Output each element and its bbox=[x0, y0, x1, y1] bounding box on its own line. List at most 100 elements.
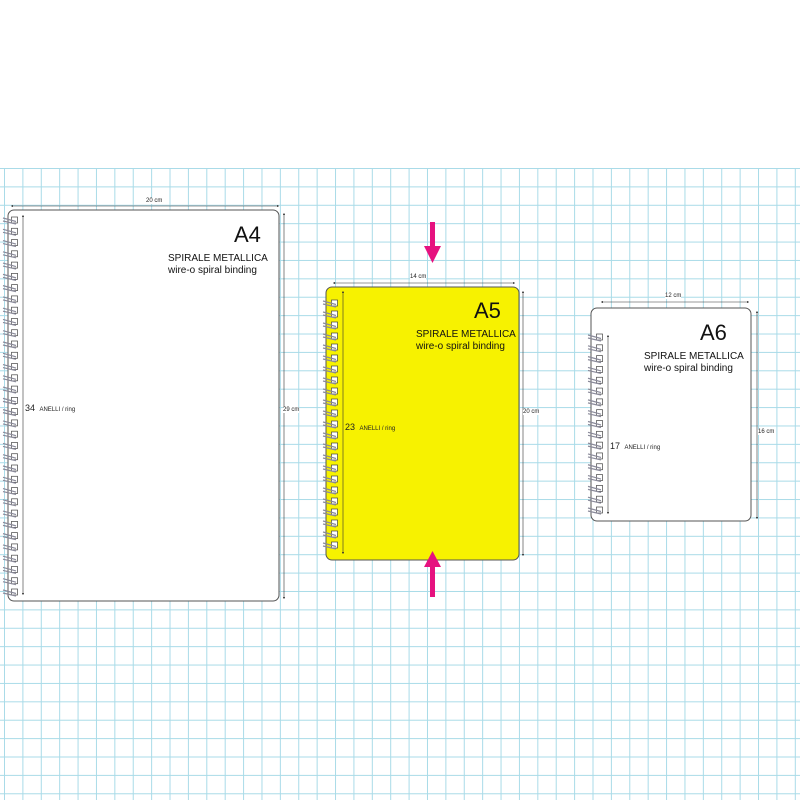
notebook-a6-ring-count: 17 bbox=[610, 441, 621, 451]
spiral-ring-icon bbox=[2, 554, 18, 563]
notebook-a5-rings bbox=[322, 299, 338, 550]
spiral-ring-icon bbox=[587, 398, 603, 407]
notebook-a4-sheet bbox=[7, 209, 280, 602]
spiral-ring-icon bbox=[2, 475, 18, 484]
notebook-a6-height-label: 16 cm bbox=[758, 429, 775, 435]
spiral-ring-icon bbox=[2, 227, 18, 236]
spiral-ring-icon bbox=[2, 397, 18, 405]
spiral-ring-icon bbox=[587, 409, 603, 418]
notebook-a5-sheet bbox=[325, 286, 520, 561]
spiral-ring-icon bbox=[2, 385, 18, 394]
spiral-ring-icon bbox=[2, 498, 18, 507]
spiral-ring-icon bbox=[2, 566, 18, 575]
spiral-ring-icon bbox=[587, 441, 603, 450]
spiral-ring-icon bbox=[587, 506, 603, 515]
spiral-ring-icon bbox=[587, 420, 603, 429]
spiral-ring-icon bbox=[322, 310, 338, 319]
spiral-ring-icon bbox=[587, 387, 603, 396]
spiral-ring-icon bbox=[2, 532, 18, 541]
spiral-ring-icon bbox=[2, 588, 18, 597]
notebook-a5-size-label: A5 bbox=[474, 298, 501, 323]
spiral-ring-icon bbox=[2, 464, 18, 473]
spiral-ring-icon bbox=[322, 431, 338, 440]
notebook-a6-binding-label: SPIRALE METALLICA bbox=[644, 351, 744, 362]
spiral-ring-icon bbox=[2, 329, 18, 338]
spiral-ring-icon bbox=[587, 376, 603, 385]
spiral-ring-icon bbox=[322, 343, 338, 352]
spiral-ring-icon bbox=[322, 365, 338, 374]
notebook-a4-binding-subtitle: wire-o spiral binding bbox=[168, 265, 257, 276]
arrow-top-icon bbox=[424, 222, 441, 263]
spiral-ring-icon bbox=[322, 475, 338, 484]
spiral-ring-icon bbox=[587, 355, 603, 364]
spiral-ring-icon bbox=[322, 321, 338, 330]
notebook-a5-binding-label: SPIRALE METALLICA bbox=[416, 329, 516, 340]
spiral-ring-icon bbox=[2, 239, 18, 248]
spiral-ring-icon bbox=[322, 497, 338, 506]
spiral-ring-icon bbox=[2, 295, 18, 304]
spiral-ring-icon bbox=[322, 464, 338, 473]
spiral-ring-icon bbox=[322, 420, 338, 429]
notebook-a5-ring-label: 23 ANELLI / ring bbox=[345, 417, 395, 435]
spiral-ring-icon bbox=[2, 284, 18, 293]
spiral-ring-icon bbox=[322, 541, 338, 550]
spiral-ring-icon bbox=[587, 430, 603, 439]
notebook-a5-height-label: 20 cm bbox=[523, 409, 540, 415]
spiral-ring-icon bbox=[2, 509, 18, 518]
spiral-ring-icon bbox=[2, 351, 18, 360]
notebook-a4-ring-count: 34 bbox=[25, 403, 36, 413]
notebook-a5-binding-subtitle: wire-o spiral binding bbox=[416, 341, 505, 352]
spiral-ring-icon bbox=[2, 340, 18, 349]
spiral-ring-icon bbox=[322, 486, 338, 495]
spiral-ring-icon bbox=[322, 442, 338, 451]
spiral-ring-icon bbox=[2, 442, 18, 451]
notebook-a6-size-label: A6 bbox=[700, 320, 727, 345]
spiral-ring-icon bbox=[322, 530, 338, 539]
spiral-ring-icon bbox=[2, 273, 18, 281]
spiral-ring-icon bbox=[2, 306, 18, 315]
spiral-ring-icon bbox=[2, 487, 18, 496]
notebook-a4-height-label: 29 cm bbox=[283, 407, 300, 413]
arrow-bottom-icon bbox=[424, 551, 441, 597]
spiral-ring-icon bbox=[322, 387, 338, 396]
notebook-a4-ring-unit: ANELLI / ring bbox=[39, 407, 76, 413]
notebook-a6-binding-subtitle: wire-o spiral binding bbox=[644, 363, 733, 374]
spiral-ring-icon bbox=[2, 250, 18, 259]
notebook-a4-width-label: 20 cm bbox=[146, 198, 163, 204]
notebook-a6-width-label: 12 cm bbox=[665, 293, 682, 299]
spiral-ring-icon bbox=[322, 453, 338, 462]
notebook-a5-width-label: 14 cm bbox=[410, 274, 427, 280]
spiral-ring-icon bbox=[587, 463, 603, 472]
spiral-ring-icon bbox=[322, 376, 338, 385]
notebook-a5 bbox=[322, 222, 525, 597]
spiral-ring-icon bbox=[2, 543, 18, 552]
spiral-ring-icon bbox=[2, 261, 18, 270]
spiral-ring-icon bbox=[2, 453, 18, 462]
notebook-a6-sheet bbox=[590, 307, 752, 522]
spiral-ring-icon bbox=[587, 344, 603, 353]
spiral-ring-icon bbox=[587, 485, 603, 493]
spiral-ring-icon bbox=[322, 398, 338, 407]
spiral-ring-icon bbox=[322, 508, 338, 517]
spiral-ring-icon bbox=[2, 521, 18, 529]
spiral-ring-icon bbox=[322, 409, 338, 418]
notebook-a6 bbox=[587, 300, 759, 522]
spiral-ring-icon bbox=[587, 452, 603, 461]
spiral-ring-icon bbox=[587, 474, 603, 483]
spiral-ring-icon bbox=[2, 363, 18, 372]
notebook-a6-ring-label: 17 ANELLI / ring bbox=[610, 436, 660, 454]
spiral-ring-icon bbox=[322, 354, 338, 363]
spiral-ring-icon bbox=[322, 519, 338, 528]
spiral-ring-icon bbox=[2, 374, 18, 383]
notebook-a4-size-label: A4 bbox=[234, 222, 261, 247]
spiral-ring-icon bbox=[2, 419, 18, 428]
spiral-ring-icon bbox=[2, 216, 18, 225]
spiral-ring-icon bbox=[322, 332, 338, 341]
notebook-a5-ring-unit: ANELLI / ring bbox=[359, 426, 396, 432]
notebook-a6-ring-unit: ANELLI / ring bbox=[624, 445, 661, 451]
spiral-ring-icon bbox=[587, 495, 603, 504]
spiral-ring-icon bbox=[322, 299, 338, 308]
notebook-a4 bbox=[2, 204, 286, 602]
notebook-a4-rings bbox=[2, 216, 18, 597]
